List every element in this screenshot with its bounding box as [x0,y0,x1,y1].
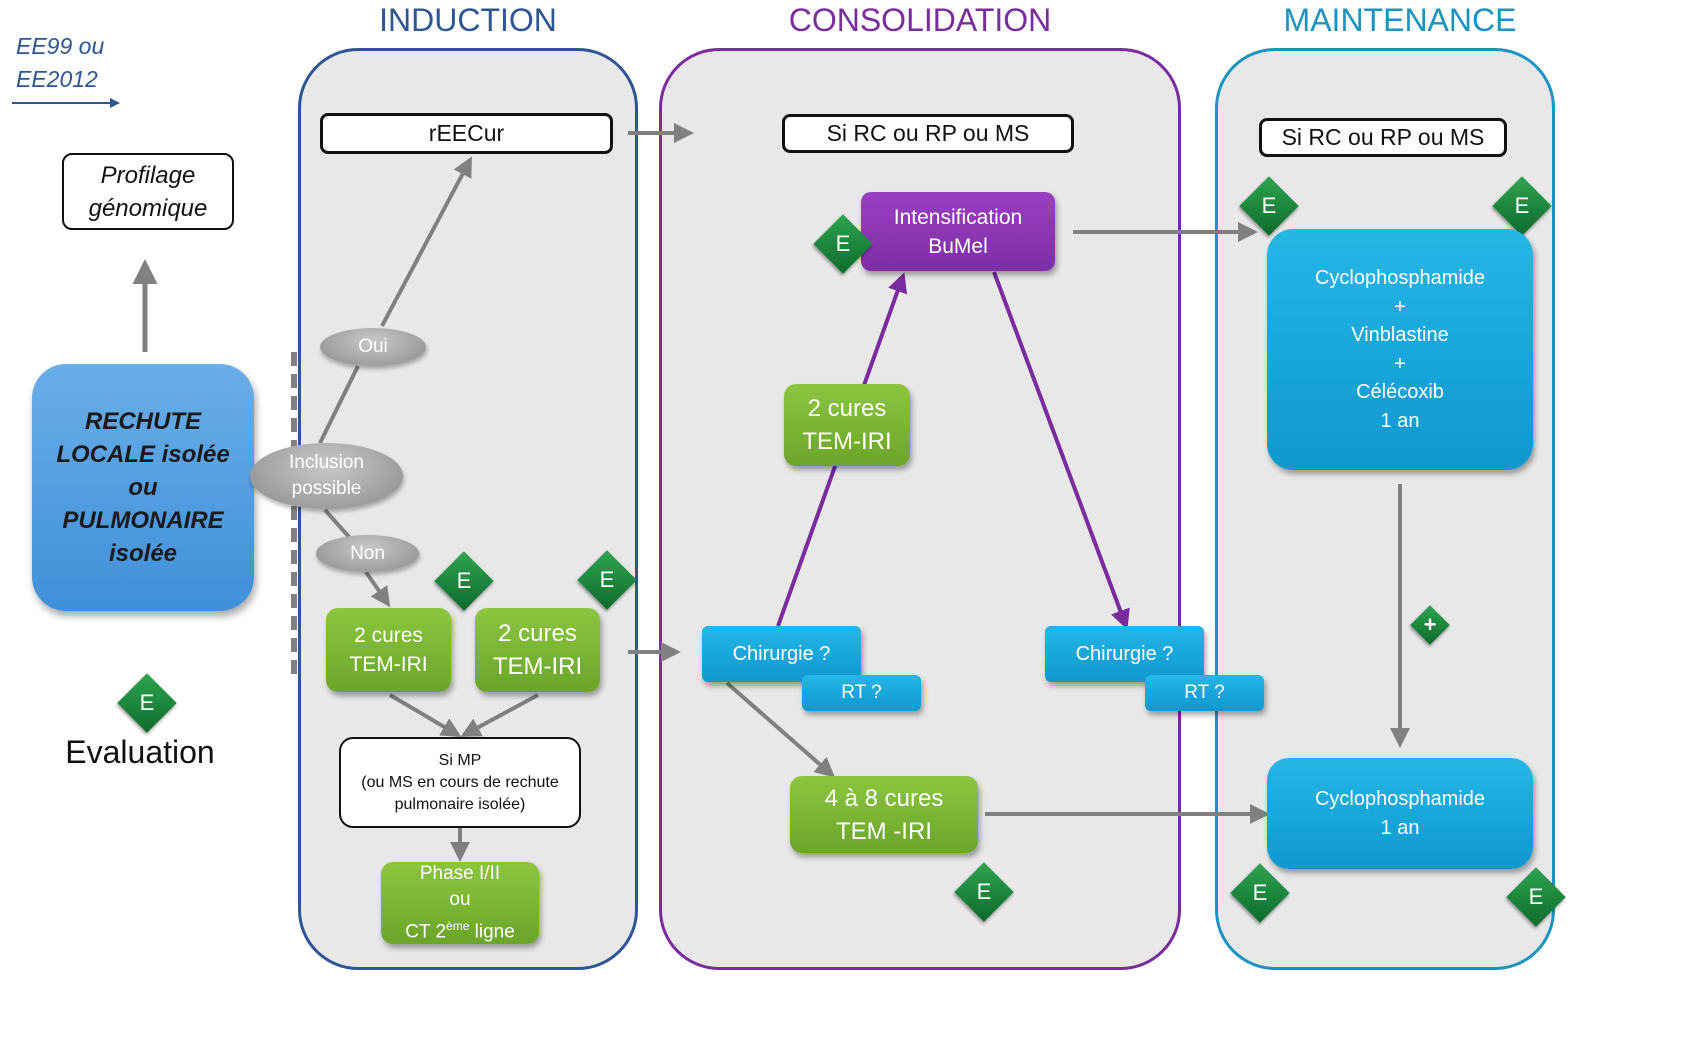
drug1-line-2: + [1394,295,1406,318]
cures-4-8-box: 4 à 8 cures TEM -IRI [790,776,978,853]
si-mp-line-3: pulmonaire isolée) [394,795,526,813]
oui-oval: Oui [320,328,426,366]
cures-4-8-line-2: TEM -IRI [835,817,932,845]
maintenance-evaluation-diamond-bottom-left: E [1229,862,1291,924]
maintenance-plus-diamond: + [1410,605,1450,645]
maintenance-evaluation-diamond-top-right: E [1491,175,1553,237]
rechute-line-2: LOCALE isolée [56,441,230,468]
arrow-inclusion-oui [318,365,360,444]
cures-4-8-line-1: 4 à 8 cures [824,784,944,812]
arrow-chirurgie-cures48 [725,681,836,778]
consolidation-evaluation-diamond: E [953,861,1015,923]
induction-cures-box-1: 2 cures TEM-IRI [326,608,451,692]
si-mp-line-2: (ou MS en cours de rechute [361,773,559,791]
non-oval: Non [316,535,419,572]
consolidation-cures-box: 2 cures TEM-IRI [784,384,910,466]
maintenance-evaluation-diamond-bottom-right: E [1505,866,1567,928]
rt-right-box: RT ? [1145,675,1264,711]
induction-cures-2-line-2: TEM-IRI [492,653,583,680]
reecur-box: rEECur [320,113,613,154]
si-mp-line-1: Si MP [438,751,482,769]
maintenance-drug-box-2: Cyclophosphamide 1 an [1267,758,1533,869]
consolidation-si-rc-box: Si RC ou RP ou MS [782,114,1074,153]
maintenance-drug-box-1: Cyclophosphamide + Vinblastine + Célécox… [1267,229,1533,470]
arrow-cures2-simp [460,693,539,737]
rechute-line-3: ou [128,474,158,501]
phase-i-ii-box: Phase I/II ou CT 2ème ligne [381,862,539,944]
consolidation-cures-line-2: TEM-IRI [802,428,892,455]
legend-evaluation-diamond: E [116,672,178,734]
intensification-box: Intensification BuMel [861,192,1055,271]
induction-evaluation-diamond-1: E [433,550,495,612]
profilage-line-2: génomique [88,194,208,222]
arrow-inclusion-non [323,508,352,540]
protocol-line-2: EE2012 [16,66,98,92]
drug2-line-1: Cyclophosphamide [1314,787,1486,810]
legend-evaluation-label: Evaluation [65,734,215,770]
consolidation-title: CONSOLIDATION [788,2,1052,38]
drug1-line-4: + [1394,352,1406,375]
induction-cures-box-2: 2 cures TEM-IRI [475,608,600,692]
intensification-evaluation-diamond: E [812,213,874,275]
drug2-line-2: 1 an [1380,816,1420,839]
rechute-line-1: RECHUTE [84,408,201,435]
arrow-cures1-simp [388,693,462,738]
inclusion-oval: Inclusion possible [250,443,403,509]
maintenance-title: MAINTENANCE [1283,2,1517,38]
inclusion-line-2: possible [291,478,362,499]
si-mp-box: Si MP (ou MS en cours de rechute pulmona… [339,737,581,828]
protocol-line-1: EE99 ou [16,33,105,59]
induction-cures-1-line-2: TEM-IRI [349,653,428,676]
maintenance-si-rc-box: Si RC ou RP ou MS [1259,118,1507,157]
arrow-oui-reecur [380,156,472,327]
drug1-line-1: Cyclophosphamide [1314,267,1486,289]
rechute-box: RECHUTE LOCALE isolée ou PULMONAIRE isol… [32,364,254,611]
induction-cures-1-line-1: 2 cures [354,624,423,647]
phase-line-3: CT 2ème ligne [405,918,515,943]
consolidation-cures-line-1: 2 cures [807,395,887,422]
intensification-line-1: Intensification [893,205,1023,229]
induction-evaluation-diamond-2: E [576,549,638,611]
chirurgie-right-box: Chirurgie ? [1045,626,1204,682]
induction-cures-2-line-1: 2 cures [498,620,577,647]
maintenance-evaluation-diamond-top-left: E [1238,175,1300,237]
protocol-label: EE99 ou EE2012 [16,30,136,96]
rechute-line-5: isolée [108,540,178,567]
drug1-line-5: Célécoxib [1356,381,1444,403]
drug1-line-6: 1 an [1380,409,1420,432]
induction-title: INDUCTION [379,2,557,38]
profilage-line-1: Profilage [100,161,196,189]
drug1-line-3: Vinblastine [1351,324,1449,346]
profilage-box: Profilage génomique [62,153,234,230]
intensification-line-2: BuMel [928,234,988,258]
phase-line-2: ou [449,888,471,910]
arrow-non-cures [364,570,391,608]
phase-line-1: Phase I/II [419,862,501,884]
chirurgie-left-box: Chirurgie ? [702,626,861,682]
arrow-intensification-chirurgie [992,271,1130,630]
inclusion-line-1: Inclusion [289,452,364,473]
rechute-line-4: PULMONAIRE [62,507,224,534]
rt-left-box: RT ? [802,675,921,711]
